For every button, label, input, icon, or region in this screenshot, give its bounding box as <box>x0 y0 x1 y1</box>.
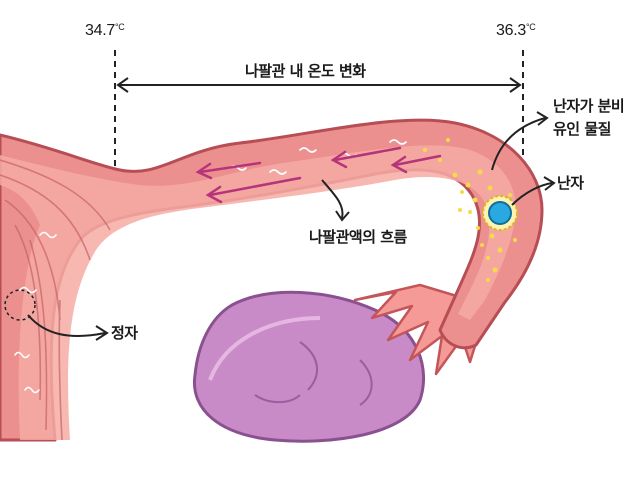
flow-pointer-head <box>335 210 350 222</box>
attractant-pointer-head <box>536 111 549 126</box>
ovary-contour <box>299 341 319 391</box>
temp-left-unit: °C <box>114 22 125 32</box>
egg-nucleus <box>488 201 512 225</box>
temp-label-right: 36.3°C <box>496 22 536 40</box>
ovary-contour <box>254 394 301 404</box>
temp-change-label: 나팔관 내 온도 변화 <box>245 62 366 80</box>
fluid-flow-arrows <box>195 146 442 204</box>
temp-left-value: 34.7 <box>85 22 115 39</box>
ovary <box>192 290 426 443</box>
attractant-label-line2: 유인 물질 <box>553 120 611 138</box>
sperm-pointer <box>27 314 106 337</box>
sperm-marker <box>4 289 36 321</box>
ovary-highlight <box>208 316 321 381</box>
temp-range-arrowhead-left <box>116 77 129 93</box>
attractant-pointer <box>491 117 546 171</box>
tube-striations <box>0 159 111 441</box>
fluid-flow-label: 나팔관액의 흐름 <box>309 228 407 246</box>
egg-label: 난자 <box>557 174 584 192</box>
ovary-contour <box>359 359 373 406</box>
temp-right-value: 36.3 <box>496 22 526 39</box>
egg-pointer <box>511 182 553 206</box>
egg-pointer-head <box>543 176 556 191</box>
tube-lumen <box>0 145 516 440</box>
temp-range-arrowhead-right <box>509 77 522 93</box>
temp-right-unit: °C <box>525 22 536 32</box>
flow-pointer <box>321 179 344 219</box>
sperm-label: 정자 <box>111 324 138 342</box>
temp-label-left: 34.7°C <box>85 22 125 40</box>
sperm-pointer-head <box>95 325 109 341</box>
attractant-label-line1: 난자가 분비 <box>553 97 625 115</box>
